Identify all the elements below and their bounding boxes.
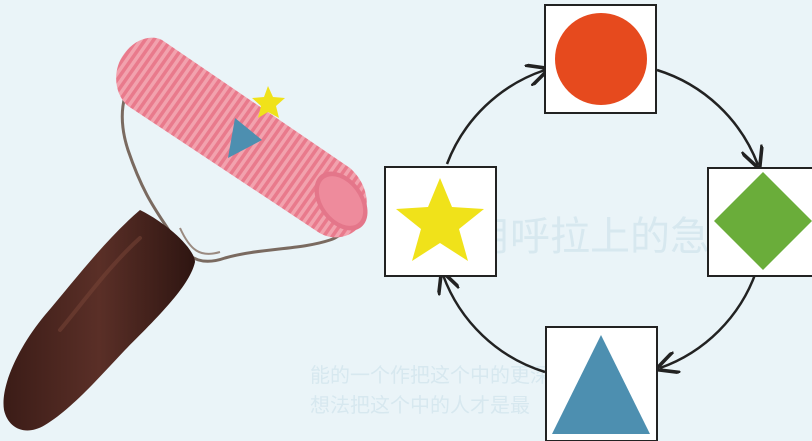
cycle-node-circle — [545, 5, 656, 113]
cycle-node-star — [385, 167, 496, 276]
background-text-line-2: 能的一个作把这个中的更深 — [310, 363, 550, 387]
cycle-node-triangle — [546, 327, 657, 441]
cycle-arrow-left-to-top — [447, 70, 545, 164]
cycle-arrow-right-to-bottom — [660, 272, 756, 368]
circle-icon — [555, 13, 647, 105]
cycle-arrow-top-to-right — [657, 70, 758, 165]
background-text-line-3: 想法把这个中的人才是最 — [310, 393, 530, 417]
roller-handle — [3, 210, 195, 430]
background-text-line-1: 用呼拉上的急 — [470, 214, 710, 260]
cycle-node-diamond — [708, 168, 812, 276]
cycle-arrow-bottom-to-left — [443, 275, 545, 372]
